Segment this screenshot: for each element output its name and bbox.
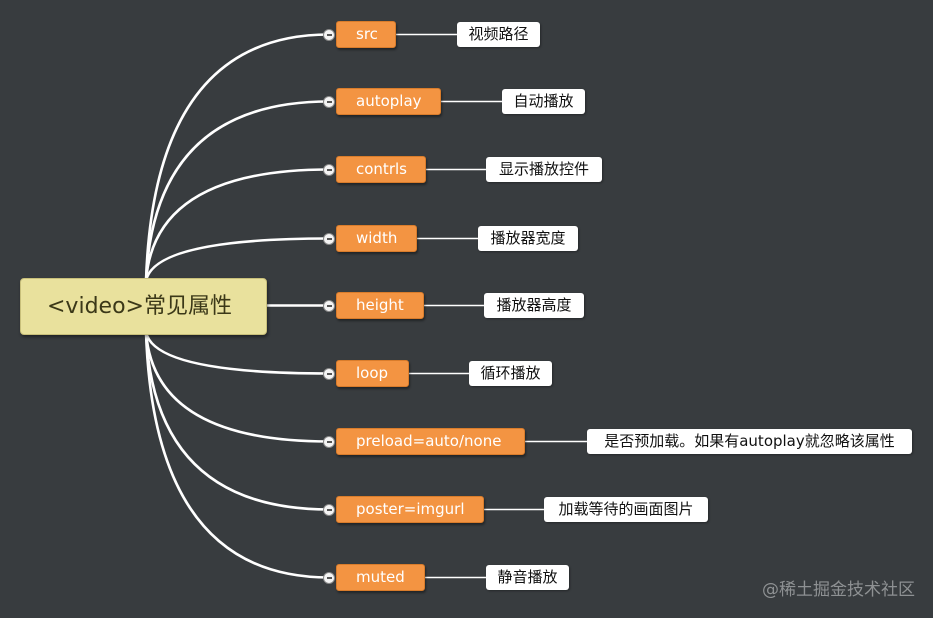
connector-curve [144, 330, 331, 375]
connector-curve [144, 330, 331, 443]
branch-node-poster: poster=imgurl [336, 496, 484, 523]
collapse-minus-icon[interactable] [323, 232, 335, 245]
connector-curve [144, 330, 331, 511]
leaf-node-width: 播放器宽度 [478, 226, 578, 251]
collapse-minus-icon[interactable] [323, 571, 335, 584]
branch-node-autoplay: autoplay [336, 88, 441, 115]
connector-curve [144, 33, 331, 283]
branch-node-preload: preload=auto/none [336, 428, 525, 455]
leaf-node-src: 视频路径 [457, 22, 540, 47]
leaf-node-preload: 是否预加载。如果有autoplay就忽略该属性 [587, 429, 912, 454]
connector-curve [144, 100, 331, 283]
branch-node-src: src [336, 21, 396, 48]
watermark: @稀土掘金技术社区 [762, 580, 915, 600]
connector-curve [144, 330, 331, 579]
connector-curve [144, 237, 331, 283]
collapse-minus-icon[interactable] [323, 163, 335, 176]
collapse-minus-icon[interactable] [323, 435, 335, 448]
leaf-node-contrls: 显示播放控件 [486, 157, 602, 182]
leaf-node-loop: 循环播放 [469, 361, 552, 386]
root-node: <video>常见属性 [20, 278, 267, 335]
branch-node-height: height [336, 292, 424, 319]
branch-node-width: width [336, 225, 417, 252]
connector-curve [144, 168, 331, 283]
collapse-minus-icon[interactable] [323, 503, 335, 516]
leaf-node-poster: 加载等待的画面图片 [544, 497, 708, 522]
leaf-node-autoplay: 自动播放 [502, 89, 585, 114]
branch-node-muted: muted [336, 564, 425, 591]
collapse-minus-icon[interactable] [323, 299, 335, 312]
collapse-minus-icon[interactable] [323, 28, 335, 41]
collapse-minus-icon[interactable] [323, 367, 335, 380]
branch-node-loop: loop [336, 360, 409, 387]
collapse-minus-icon[interactable] [323, 95, 335, 108]
branch-node-contrls: contrls [336, 156, 426, 183]
leaf-node-height: 播放器高度 [484, 293, 584, 318]
leaf-node-muted: 静音播放 [486, 565, 569, 590]
